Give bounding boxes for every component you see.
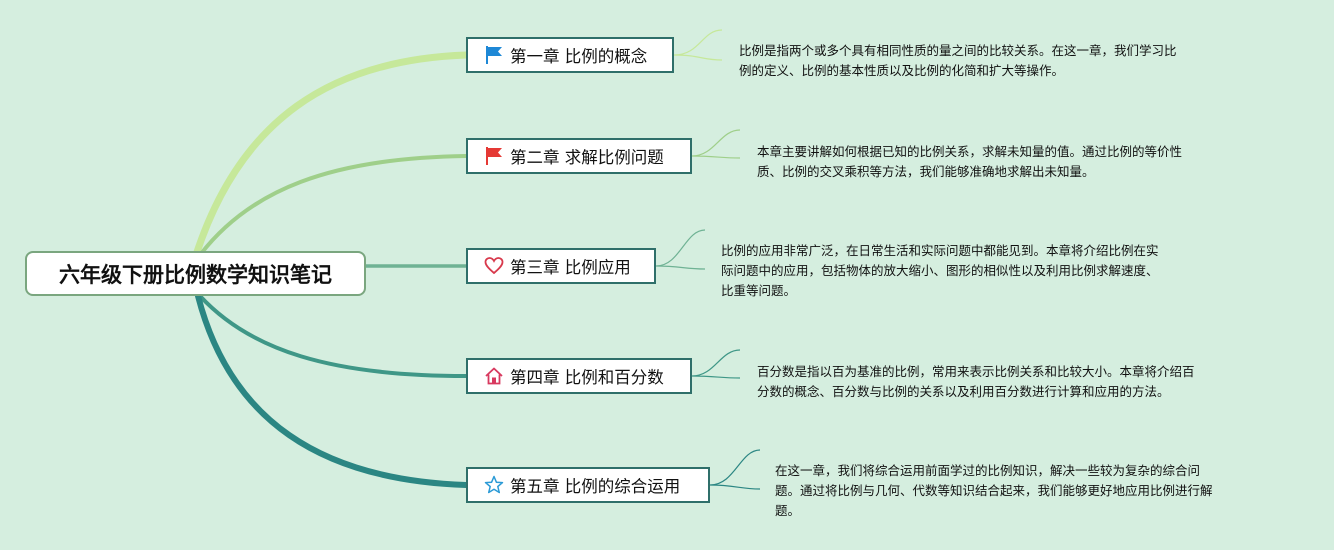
note-connector-5 <box>709 449 761 490</box>
note-line: 在这一章，我们将综合运用前面学过的比例知识，解决一些较为复杂的综合问 <box>775 463 1201 478</box>
note-line: 比重等问题。 <box>721 283 797 298</box>
note-line: 质、比例的交叉乘积等方法，我们能够准确地求解出未知量。 <box>757 164 1095 179</box>
note-line: 比例是指两个或多个具有相同性质的量之间的比较关系。在这一章，我们学习比 <box>739 43 1177 58</box>
chapter-3-topic[interactable]: 第三章 比例应用 <box>466 248 656 284</box>
star-icon <box>484 475 504 495</box>
branch-connector-5 <box>195 293 469 488</box>
chapter-1-title: 第一章 比例的概念 <box>510 47 648 66</box>
chapter-3-note: 比例的应用非常广泛，在日常生活和实际问题中都能见到。本章将介绍比例在实 际问题中… <box>721 241 1221 301</box>
blue-flag-icon <box>484 45 504 65</box>
note-connector-3 <box>655 229 706 270</box>
note-connector-1 <box>673 29 723 61</box>
note-line: 题。通过将比例与几何、代数等知识结合起来，我们能够更好地应用比例进行解 <box>775 483 1213 498</box>
red-flag-icon <box>484 146 504 166</box>
note-line: 分数的概念、百分数与比例的关系以及利用百分数进行计算和应用的方法。 <box>757 384 1170 399</box>
heart-icon <box>484 256 504 276</box>
note-line: 比例的应用非常广泛，在日常生活和实际问题中都能见到。本章将介绍比例在实 <box>721 243 1159 258</box>
chapter-4-note: 百分数是指以百为基准的比例，常用来表示比例关系和比较大小。本章将介绍百 分数的概… <box>757 362 1257 402</box>
note-line: 例的定义、比例的基本性质以及比例的化简和扩大等操作。 <box>739 63 1065 78</box>
note-line: 百分数是指以百为基准的比例，常用来表示比例关系和比较大小。本章将介绍百 <box>757 364 1195 379</box>
chapter-2-note: 本章主要讲解如何根据已知的比例关系，求解未知量的值。通过比例的等价性 质、比例的… <box>757 142 1247 182</box>
chapter-1-topic[interactable]: 第一章 比例的概念 <box>466 37 674 73</box>
chapter-5-topic[interactable]: 第五章 比例的综合运用 <box>466 467 710 503</box>
chapter-2-topic[interactable]: 第二章 求解比例问题 <box>466 138 692 174</box>
chapter-4-topic[interactable]: 第四章 比例和百分数 <box>466 358 692 394</box>
note-connector-4 <box>691 349 741 379</box>
note-line: 本章主要讲解如何根据已知的比例关系，求解未知量的值。通过比例的等价性 <box>757 144 1183 159</box>
chapter-4-title: 第四章 比例和百分数 <box>510 368 664 387</box>
branch-connector-4 <box>198 294 468 378</box>
chapter-2-title: 第二章 求解比例问题 <box>510 148 664 167</box>
branch-connector-1 <box>192 51 470 259</box>
chapter-1-note: 比例是指两个或多个具有相同性质的量之间的比较关系。在这一章，我们学习比 例的定义… <box>739 41 1239 81</box>
home-icon <box>484 366 504 386</box>
note-line: 题。 <box>775 503 801 518</box>
root-topic[interactable]: 六年级下册比例数学知识笔记 <box>25 251 366 296</box>
note-line: 际问题中的应用，包括物体的放大缩小、图形的相似性以及利用比例求解速度、 <box>721 263 1159 278</box>
chapter-5-note: 在这一章，我们将综合运用前面学过的比例知识，解决一些较为复杂的综合问 题。通过将… <box>775 461 1275 521</box>
chapter-5-title: 第五章 比例的综合运用 <box>510 477 681 496</box>
branch-connector-2 <box>198 154 468 257</box>
root-topic-title: 六年级下册比例数学知识笔记 <box>59 262 332 287</box>
note-connector-2 <box>691 129 741 159</box>
chapter-3-title: 第三章 比例应用 <box>510 258 631 277</box>
